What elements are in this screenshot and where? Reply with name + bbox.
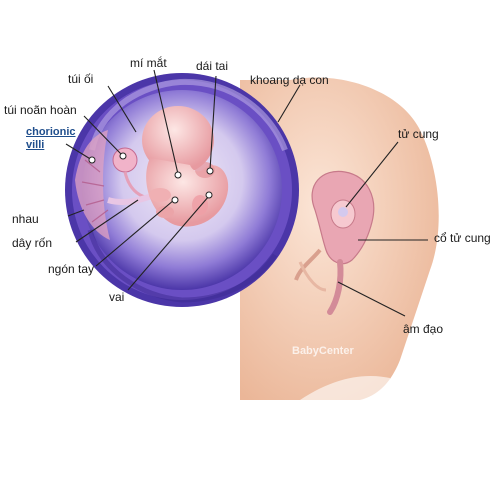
label-mi-mat: mí mắt [130,56,167,70]
label-tui-oi: túi ối [68,72,94,86]
leader-dai-tai [209,75,217,171]
label-khoang-da-con: khoang dạ con [250,73,329,87]
leader-khoang-da-con [277,84,301,123]
label-am-dao: âm đạo [403,322,444,336]
leader-ngon-tay [95,199,175,267]
label-co-tu-cung: cổ tử cung [434,231,491,245]
label-nhau: nhau [12,212,39,226]
dot-chorionic-villi [88,156,96,164]
watermark: BabyCenter [292,345,354,357]
dot-vai [205,191,213,199]
label-dai-tai: dái tai [196,59,229,73]
label-vai: vai [109,290,125,304]
leader-chorionic-villi [65,143,93,161]
leader-day-ron [75,199,139,243]
label-chorionic[interactable]: chorionic [26,126,76,138]
label-tu-cung: tử cung [398,127,439,141]
leader-tui-oi [107,85,137,133]
label-day-ron: dây rốn [12,236,53,250]
leader-lines [65,69,428,317]
leader-nhau [67,209,85,217]
dot-dai-tai [206,167,214,175]
leader-mi-mat [153,69,179,175]
label-tui-noan-hoang: túi noãn hoàn [4,103,77,117]
label-villi[interactable]: villi [26,139,45,151]
leader-am-dao [337,281,406,317]
embryo [142,106,229,227]
label-ngon-tay: ngón tay [48,262,95,276]
leader-tui-noan-hoang [83,115,123,156]
dot-mi-mat [174,171,182,179]
dot-ngon-tay [171,196,179,204]
leader-tu-cung [345,141,399,208]
leader-vai [127,195,210,291]
pointer-dots [88,152,214,204]
dot-tui-noan-hoang [119,152,127,160]
